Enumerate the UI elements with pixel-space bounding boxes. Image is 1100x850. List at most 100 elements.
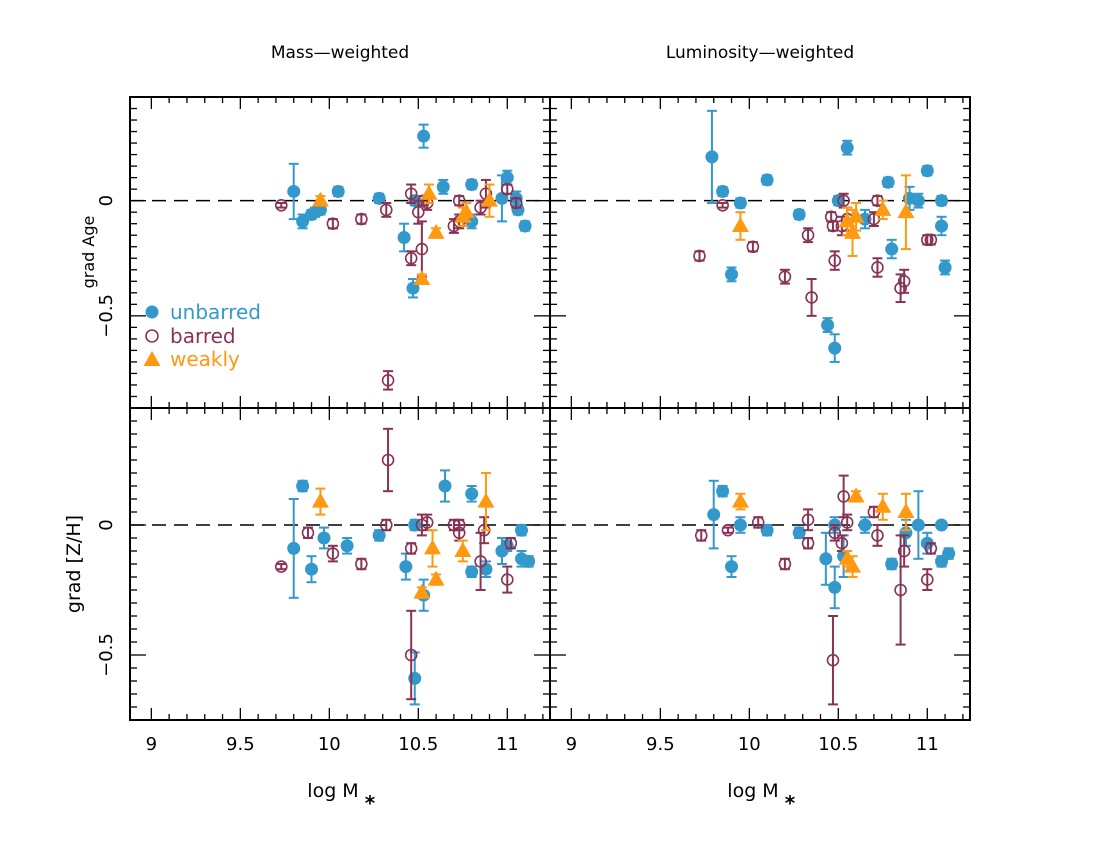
data-point-barred (379, 518, 393, 532)
data-point-barred (404, 250, 418, 267)
data-point-barred (746, 240, 760, 254)
data-point-weakly (847, 487, 865, 503)
panel-top-left: 0 −0.5 (96, 96, 551, 409)
marker-filled-circle (840, 141, 854, 155)
data-point-unbarred (881, 175, 895, 189)
data-point-weakly (424, 529, 442, 568)
x-tick-label: 10 (738, 734, 761, 755)
marker-open-circle (412, 205, 425, 219)
series-unbarred (705, 109, 952, 363)
data-point-barred (826, 219, 840, 233)
data-point-unbarred (821, 317, 835, 333)
marker-filled-circle (397, 231, 411, 245)
x-tick-label: 10.5 (818, 734, 858, 755)
data-point-unbarred (935, 194, 949, 208)
data-point-weakly (731, 492, 749, 511)
x-axis-label-subscript: * (785, 791, 796, 815)
marker-open-circle (716, 198, 729, 212)
marker-open-circle (826, 653, 840, 667)
legend-label-weakly: weakly (170, 347, 240, 371)
data-point-unbarred (372, 191, 386, 205)
data-point-barred (837, 192, 850, 209)
marker-filled-circle (821, 318, 835, 332)
marker-filled-circle (725, 560, 739, 574)
marker-open-circle (381, 374, 395, 387)
marker-open-circle (778, 557, 792, 571)
data-point-barred (509, 196, 523, 210)
marker-open-circle (828, 526, 842, 540)
data-point-barred (404, 609, 418, 701)
data-point-barred (452, 518, 466, 532)
data-point-unbarred (465, 485, 479, 503)
x-axis-label-left: log M * (307, 780, 375, 815)
marker-filled-circle (399, 560, 413, 574)
marker-open-circle (379, 203, 393, 217)
marker-open-circle (326, 547, 340, 560)
x-tick-label: 11 (496, 734, 519, 755)
data-point-unbarred (707, 479, 721, 550)
marker-open-circle (801, 513, 815, 527)
data-point-unbarred (935, 518, 949, 532)
data-point-barred (778, 557, 792, 571)
data-point-weakly (420, 183, 438, 204)
marker-filled-circle (792, 526, 806, 540)
marker-open-circle (837, 194, 850, 207)
marker-filled-triangle (847, 487, 865, 503)
column-title-mass-weighted: Mass—weighted (271, 43, 409, 63)
data-point-barred (924, 542, 938, 555)
data-point-unbarred (792, 207, 806, 221)
y-tick-label: −0.5 (96, 294, 117, 338)
data-point-barred (805, 277, 818, 317)
data-point-weakly (427, 223, 445, 239)
data-point-weakly (844, 555, 862, 578)
marker-filled-circle (716, 484, 730, 498)
data-point-barred (381, 370, 395, 391)
data-point-unbarred (417, 123, 431, 149)
data-point-weakly (477, 472, 495, 532)
x-tick-label: 11 (916, 734, 939, 755)
marker-filled-triangle (731, 492, 749, 508)
marker-filled-triangle (874, 200, 892, 216)
marker-filled-triangle (731, 217, 749, 233)
marker-open-circle (828, 254, 842, 267)
marker-filled-circle (858, 518, 872, 532)
marker-filled-circle (372, 191, 386, 205)
data-point-barred (837, 474, 850, 519)
panel-frame (549, 407, 971, 721)
marker-open-circle (746, 240, 760, 254)
data-point-unbarred (296, 213, 310, 230)
marker-open-circle (404, 542, 418, 555)
data-point-unbarred (828, 565, 842, 610)
marker-open-circle (778, 270, 792, 283)
marker-filled-triangle (874, 497, 892, 513)
data-point-unbarred (920, 164, 934, 178)
marker-filled-circle (760, 523, 774, 537)
series-barred (274, 427, 518, 701)
marker-open-circle (840, 516, 854, 529)
data-point-weakly (897, 492, 915, 532)
marker-filled-circle (296, 214, 310, 228)
data-point-barred (801, 508, 815, 532)
data-point-unbarred (331, 184, 345, 198)
marker-open-circle (500, 182, 514, 196)
data-point-weakly (427, 570, 445, 586)
marker-open-circle (301, 526, 315, 540)
data-point-barred (826, 615, 840, 706)
x-axis-label-text: log M (727, 780, 778, 802)
marker-filled-triangle (413, 583, 431, 599)
marker-open-circle (404, 187, 418, 201)
marker-open-circle (721, 523, 735, 537)
data-point-unbarred (733, 196, 747, 210)
data-point-unbarred (399, 552, 413, 581)
y-tick-label: 0 (96, 195, 117, 206)
data-point-barred (920, 568, 934, 591)
x-axis-label-right: log M * (727, 780, 795, 815)
series-barred (693, 192, 938, 317)
marker-filled-circle (760, 173, 774, 187)
x-tick-label: 9.5 (646, 734, 675, 755)
marker-filled-circle (495, 191, 509, 205)
marker-open-circle (801, 536, 815, 550)
data-point-unbarred (760, 523, 774, 537)
